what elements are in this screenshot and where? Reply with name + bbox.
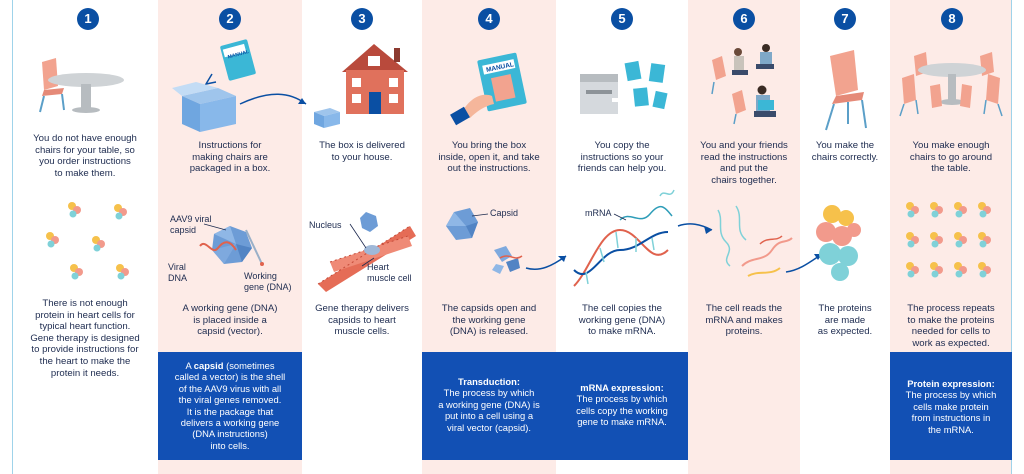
step-number-4: 4 [478,8,500,30]
box-small-icon [314,108,340,128]
capsid-closed-icon [446,208,478,240]
mrna-ribosome-icon [717,205,793,277]
friends-building-chairs-icon [711,44,776,125]
step-number-3: 3 [351,8,373,30]
chair-icon [825,50,867,131]
label-capsid: Capsid [490,208,519,218]
definition-box-transduction: Transduction: The process by which a wor… [422,352,556,460]
protein-blob-icon [816,205,861,281]
step-number-5: 5 [611,8,633,30]
dna-helix-icon [573,228,669,287]
house-icon [342,44,408,114]
definition-box-protein-expression: Protein expression: The process by which… [890,352,1012,460]
label-mrna: mRNA [585,208,612,218]
copier-icon [580,60,668,114]
arrow-down-icon [204,73,217,86]
protein-icon-group-8 [906,202,991,278]
definition-box-mrna-expression: mRNA expression: The process by which ce… [556,352,688,460]
step-number-1: 1 [77,8,99,30]
table-with-chairs-icon [899,52,1003,117]
step-number-6: 6 [733,8,755,30]
step-number-7: 7 [834,8,856,30]
protein-icon-group-1 [46,202,129,280]
arrow-right-icon [239,93,307,105]
box-icon [172,82,236,132]
step-number-2: 2 [219,8,241,30]
manual-label-2: MANUAL [227,49,249,60]
definition-box-capsid: A capsid (sometimes called a vector) is … [158,352,302,460]
label-nucleus: Nucleus [309,220,342,230]
manual-icon: MANUAL [220,39,256,81]
capsid-open-icon [492,246,523,274]
mrna-strand-icon [619,205,673,221]
hand-manual-icon: MANUAL [450,52,527,126]
aav9-capsid-icon [199,226,264,266]
table-chair-icon [39,58,124,113]
step-2-bottom-text: A working gene (DNA)is placed inside a c… [182,303,278,338]
step-number-8: 8 [941,8,963,30]
heart-muscle-cell-icon [317,212,416,292]
